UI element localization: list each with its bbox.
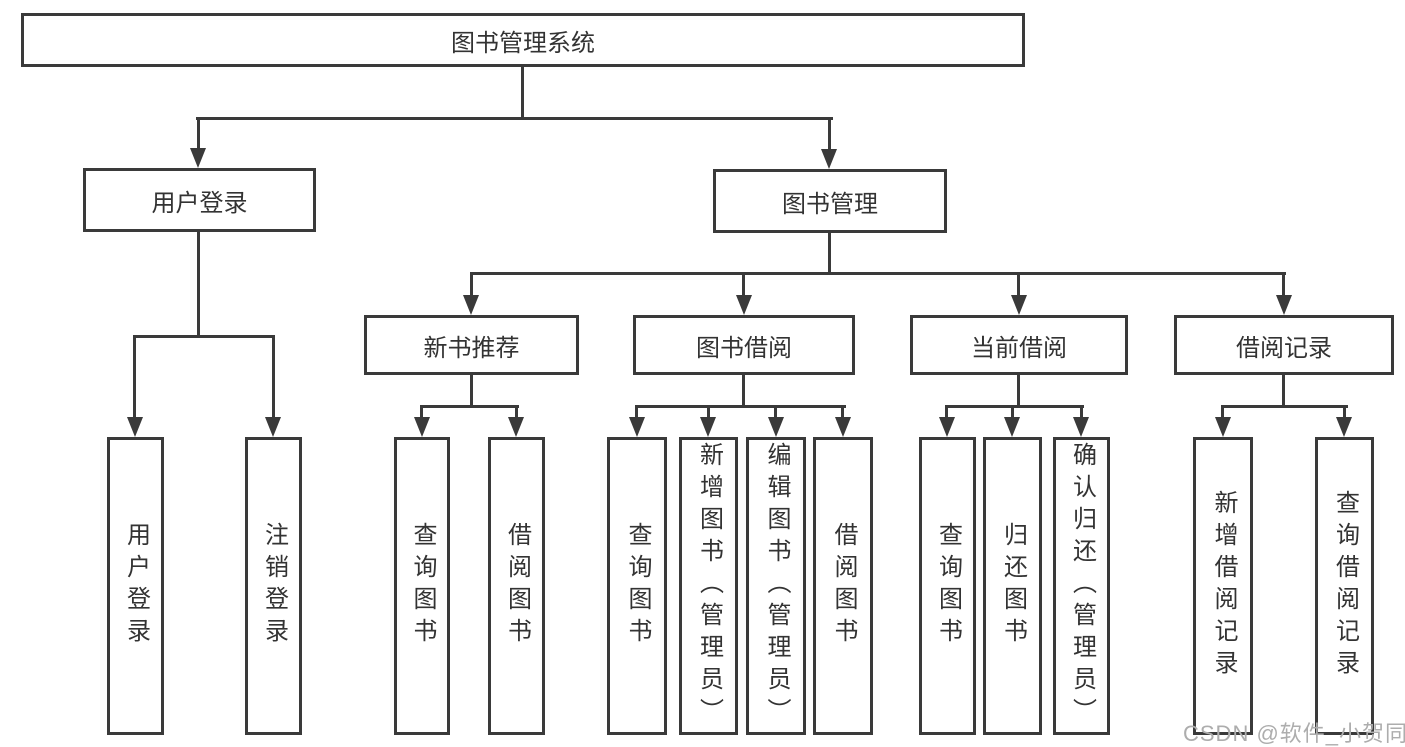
connector-vline: [1011, 405, 1014, 419]
arrowhead-icon: [190, 148, 206, 168]
node-new-book-recommendation: 新书推荐: [364, 315, 579, 375]
arrowhead-icon: [700, 417, 716, 437]
connector-vline: [515, 405, 518, 419]
connector-hline: [133, 335, 275, 338]
connector-vline: [1282, 272, 1285, 295]
node-library-management-system: 图书管理系统: [21, 13, 1025, 67]
leaf-label: 新增借阅记录: [1210, 490, 1237, 682]
leaf-label: 借阅图书: [503, 522, 531, 650]
connector-vline: [1080, 405, 1083, 419]
connector-hline: [470, 272, 1286, 275]
connector-vline: [828, 233, 831, 274]
node-user-login: 用户登录: [83, 168, 316, 232]
leaf-logout: 注销登录: [245, 437, 302, 735]
arrowhead-icon: [1215, 417, 1231, 437]
arrowhead-icon: [629, 417, 645, 437]
leaf-query-borrow-record: 查询借阅记录: [1315, 437, 1374, 735]
connector-vline: [197, 117, 200, 150]
connector-vline: [828, 117, 831, 151]
leaf-label: 借阅图书: [830, 522, 857, 650]
connector-vline: [1017, 375, 1020, 407]
connector-hline: [945, 405, 1084, 408]
arrowhead-icon: [127, 417, 143, 437]
connector-vline: [470, 272, 473, 295]
arrowhead-icon: [939, 417, 955, 437]
leaf-add-borrow-record: 新增借阅记录: [1193, 437, 1253, 735]
arrowhead-icon: [1011, 295, 1027, 315]
leaf-label: 查询图书: [934, 522, 962, 650]
node-label: 当前借阅: [971, 334, 1067, 362]
connector-vline: [742, 375, 745, 407]
node-label: 图书借阅: [696, 334, 792, 362]
leaf-label: 查询借阅记录: [1331, 490, 1359, 682]
connector-vline: [1221, 405, 1224, 419]
leaf-query-books-borrowing: 查询图书: [607, 437, 667, 735]
arrowhead-icon: [821, 149, 837, 169]
arrowhead-icon: [835, 417, 851, 437]
node-label: 图书管理: [782, 190, 878, 218]
arrowhead-icon: [265, 417, 281, 437]
leaf-confirm-return-admin: 确认归还（管理员）: [1053, 437, 1110, 735]
arrowhead-icon: [1073, 417, 1089, 437]
leaf-label: 确认归还（管理员）: [1068, 442, 1096, 730]
connector-vline: [945, 405, 948, 419]
arrowhead-icon: [463, 295, 479, 315]
connector-vline: [133, 335, 136, 417]
leaf-return-books: 归还图书: [983, 437, 1042, 735]
node-label: 借阅记录: [1236, 334, 1332, 362]
connector-vline: [470, 375, 473, 407]
arrowhead-icon: [736, 295, 752, 315]
node-label: 图书管理系统: [451, 29, 595, 57]
leaf-query-books-current: 查询图书: [919, 437, 976, 735]
arrowhead-icon: [508, 417, 524, 437]
leaf-label: 用户登录: [122, 522, 150, 650]
connector-vline: [197, 232, 200, 337]
connector-vline: [707, 405, 710, 419]
node-borrowing-records: 借阅记录: [1174, 315, 1394, 375]
connector-hline: [1221, 405, 1348, 408]
node-label: 新书推荐: [423, 334, 520, 362]
leaf-borrow-books: 借阅图书: [813, 437, 873, 735]
arrowhead-icon: [768, 417, 784, 437]
leaf-label: 查询图书: [409, 522, 436, 650]
leaf-user-login: 用户登录: [107, 437, 164, 735]
leaf-label: 注销登录: [260, 522, 288, 650]
arrowhead-icon: [1276, 295, 1292, 315]
arrowhead-icon: [1336, 417, 1352, 437]
connector-vline: [272, 335, 275, 417]
leaf-borrow-books-recommend: 借阅图书: [488, 437, 545, 735]
connector-vline: [521, 66, 524, 119]
node-label: 用户登录: [151, 189, 248, 217]
connector-hline: [196, 117, 833, 120]
connector-hline: [635, 405, 846, 408]
leaf-add-books-admin: 新增图书（管理员）: [679, 437, 738, 735]
leaf-label: 新增图书（管理员）: [695, 442, 723, 730]
leaf-label: 编辑图书（管理员）: [763, 442, 790, 730]
connector-vline: [420, 405, 423, 419]
leaf-query-books-recommend: 查询图书: [394, 437, 450, 735]
node-book-management: 图书管理: [713, 169, 947, 233]
csdn-watermark: CSDN @软件_小贺同学: [1183, 721, 1405, 746]
arrowhead-icon: [1004, 417, 1020, 437]
connector-vline: [1017, 272, 1020, 295]
connector-vline: [1282, 375, 1285, 407]
connector-vline: [1343, 405, 1346, 419]
node-current-borrowing: 当前借阅: [910, 315, 1128, 375]
node-book-borrowing: 图书借阅: [633, 315, 855, 375]
connector-vline: [841, 405, 844, 419]
connector-hline: [420, 405, 519, 408]
leaf-label: 查询图书: [624, 522, 651, 650]
connector-vline: [742, 272, 745, 295]
connector-vline: [774, 405, 777, 419]
connector-vline: [635, 405, 638, 419]
leaf-edit-books-admin: 编辑图书（管理员）: [746, 437, 806, 735]
arrowhead-icon: [414, 417, 430, 437]
leaf-label: 归还图书: [999, 522, 1027, 650]
